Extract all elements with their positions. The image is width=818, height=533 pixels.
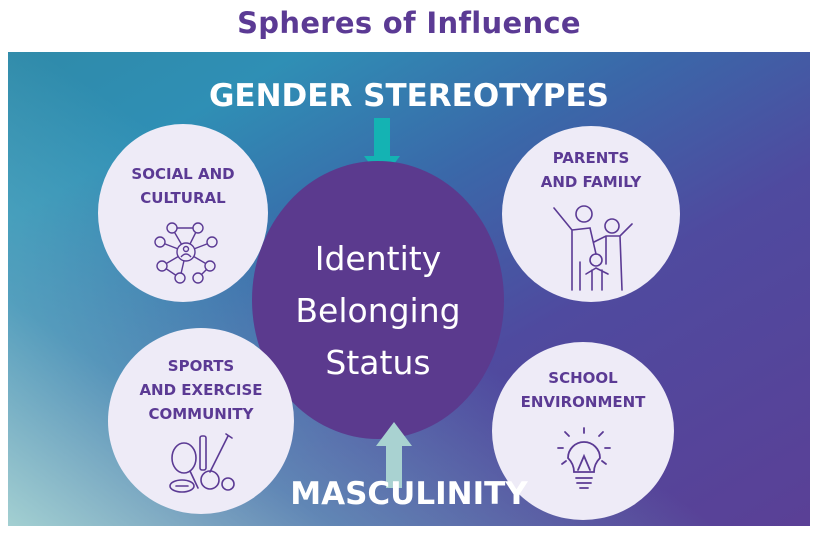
lightbulb-icon: [557, 427, 611, 489]
center-identity: Identity: [314, 239, 442, 278]
sphere-school-label-line2: ENVIRONMENT: [520, 393, 646, 411]
center-belonging: Belonging: [295, 291, 461, 330]
sphere-parents-family: PARENTS AND FAMILY: [502, 126, 680, 302]
sphere-sports-label-line2: AND EXERCISE: [139, 381, 263, 399]
diagram-panel: GENDER STEREOTYPES SOCIAL AND CULTURAL P…: [8, 52, 810, 526]
gender-stereotypes-label: GENDER STEREOTYPES: [208, 78, 609, 114]
sphere-parents-label-line1: PARENTS: [552, 149, 630, 167]
up-arrow-icon: [376, 422, 412, 488]
center-status: Status: [325, 343, 431, 382]
sphere-social-label-line2: CULTURAL: [140, 189, 226, 207]
sphere-school-label-line1: SCHOOL: [548, 369, 618, 387]
sports-equipment-icon: [169, 433, 235, 493]
sphere-social-label-line1: SOCIAL AND: [131, 165, 235, 183]
family-icon: [553, 205, 633, 291]
people-network-icon: [154, 222, 218, 284]
sphere-sports-label-line3: COMMUNITY: [148, 405, 254, 423]
sphere-sports-label-line1: SPORTS: [167, 357, 235, 375]
sphere-school-environment: SCHOOL ENVIRONMENT: [492, 342, 674, 520]
masculinity-label: MASCULINITY: [290, 476, 528, 512]
sphere-parents-label-line2: AND FAMILY: [540, 173, 642, 191]
center-circle: Identity Belonging Status: [252, 161, 504, 439]
sphere-sports-exercise: SPORTS AND EXERCISE COMMUNITY: [108, 328, 294, 514]
sphere-social-cultural: SOCIAL AND CULTURAL: [98, 124, 268, 302]
diagram-title: Spheres of Influence: [237, 6, 581, 40]
